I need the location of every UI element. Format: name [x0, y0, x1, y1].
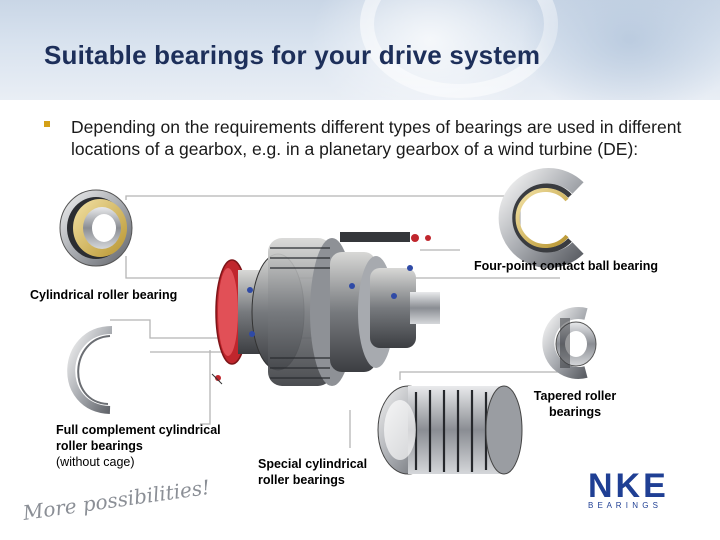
- label-line: Special cylindrical: [258, 457, 368, 471]
- label-cylindrical-roller: Cylindrical roller bearing: [30, 288, 178, 302]
- cylindrical-roller-bearing-image: [59, 189, 133, 267]
- nke-logo: NKE B E A R I N G S: [588, 467, 669, 510]
- label-line: Full complement cylindrical: [56, 423, 221, 437]
- tapered-roller-bearing-image: [542, 307, 597, 379]
- bullet-item: Depending on the requirements different …: [44, 116, 684, 160]
- label-tapered-roller: Tapered roller bearings: [526, 388, 624, 420]
- four-point-contact-ball-bearing-image: [498, 168, 584, 268]
- label-special-cylindrical: Special cylindrical roller bearings: [258, 456, 367, 488]
- logo-brand: NKE: [588, 467, 669, 505]
- bullet-square-icon: [44, 121, 50, 127]
- label-line: roller bearings: [56, 439, 143, 453]
- label-line: Tapered roller: [533, 389, 617, 403]
- planetary-gearbox-image: [211, 232, 440, 386]
- logo-sub: B E A R I N G S: [588, 501, 659, 510]
- slogan-handwriting: More possibilities!: [20, 475, 211, 525]
- slide-title: Suitable bearings for your drive system: [44, 40, 541, 70]
- header-banner: [0, 0, 720, 100]
- label-line: roller bearings: [258, 473, 345, 487]
- full-complement-bearing-image: [67, 326, 113, 414]
- header-decoration: [520, 0, 720, 100]
- label-four-point: Four-point contact ball bearing: [474, 259, 659, 273]
- label-full-complement: Full complement cylindrical roller beari…: [56, 422, 221, 470]
- label-line: bearings: [548, 405, 602, 419]
- label-line: (without cage): [56, 455, 135, 469]
- special-cylindrical-roller-bearing-image: [377, 385, 523, 475]
- bullet-text: Depending on the requirements different …: [71, 117, 682, 159]
- header-decoration: [300, 0, 560, 100]
